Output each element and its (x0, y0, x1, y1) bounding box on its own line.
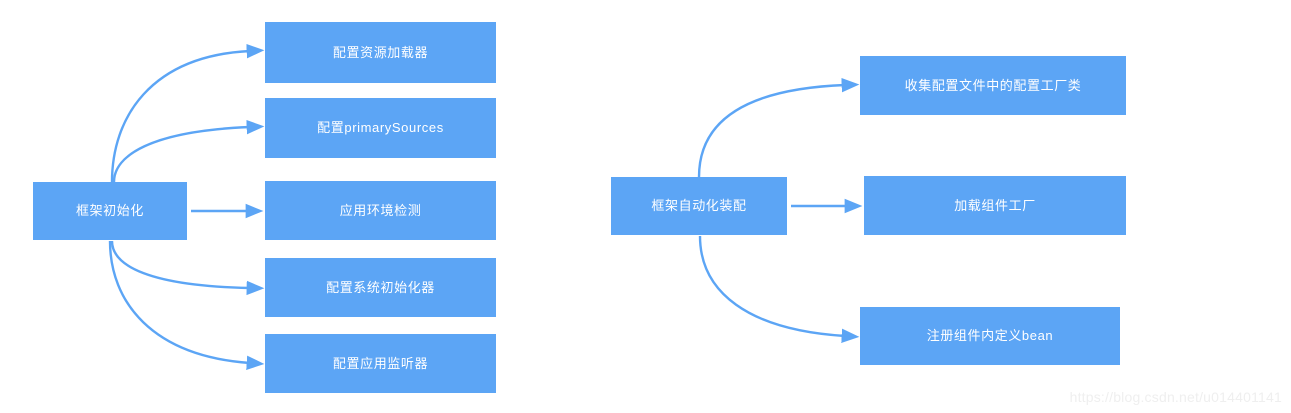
watermark-text: https://blog.csdn.net/u014401141 (1069, 389, 1282, 405)
node-framework-init[interactable]: 框架初始化 (33, 182, 187, 240)
node-label: 应用环境检测 (339, 202, 422, 218)
node-config-resource-loader[interactable]: 配置资源加载器 (265, 22, 496, 83)
connector-auto-to-collect-factories (697, 77, 860, 178)
connector-init-to-primarysources (112, 119, 265, 183)
node-label: 配置系统初始化器 (326, 279, 435, 295)
connector-auto-to-register-bean (698, 235, 860, 343)
connector-init-to-app-listener (108, 240, 265, 370)
node-label: 框架自动化装配 (651, 198, 747, 214)
node-label: 收集配置文件中的配置工厂类 (904, 77, 1082, 93)
node-label: 配置资源加载器 (332, 44, 429, 60)
node-label: 配置primarySources (317, 120, 444, 136)
node-config-app-listener[interactable]: 配置应用监听器 (265, 334, 496, 393)
connector-init-to-resource-loader (110, 43, 265, 183)
node-register-inner-bean[interactable]: 注册组件内定义bean (860, 307, 1120, 365)
node-label: 配置应用监听器 (332, 355, 429, 371)
node-config-primarysources[interactable]: 配置primarySources (265, 98, 496, 158)
node-collect-config-factories[interactable]: 收集配置文件中的配置工厂类 (860, 56, 1126, 115)
node-framework-autoconfig[interactable]: 框架自动化装配 (611, 177, 787, 235)
connector-init-to-system-initializer (110, 240, 265, 296)
node-label: 加载组件工厂 (954, 197, 1036, 213)
node-app-env-detect[interactable]: 应用环境检测 (265, 181, 496, 240)
node-config-system-initializer[interactable]: 配置系统初始化器 (265, 258, 496, 317)
node-label: 注册组件内定义bean (926, 328, 1054, 344)
node-label: 框架初始化 (75, 203, 144, 219)
node-load-component-factory[interactable]: 加载组件工厂 (864, 176, 1126, 235)
